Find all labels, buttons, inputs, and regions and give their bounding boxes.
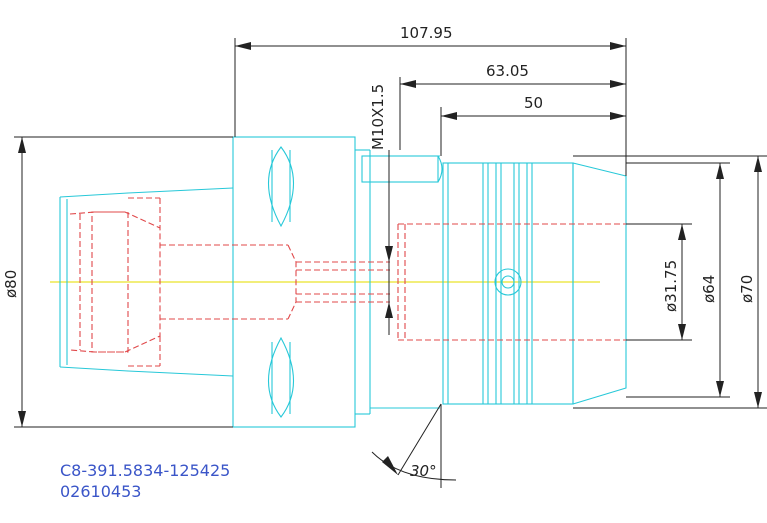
- dim-length-2: 63.05: [486, 62, 529, 80]
- part-number: C8-391.5834-125425: [60, 461, 230, 480]
- hidden-lines: [69, 197, 626, 367]
- dimension-lines: [14, 38, 767, 488]
- dim-overall-length: 107.95: [400, 24, 453, 42]
- dim-angle: 30°: [410, 462, 437, 480]
- dim-dia-70: ø70: [738, 275, 756, 303]
- dim-dia-64: ø64: [700, 275, 718, 303]
- dim-dia-80: ø80: [2, 270, 20, 298]
- part-code: 02610453: [60, 482, 141, 501]
- tool-body: [59, 136, 627, 428]
- dim-length-3: 50: [524, 94, 543, 112]
- dim-thread: M10X1.5: [369, 84, 387, 150]
- dim-dia-bore: ø31.75: [662, 260, 680, 312]
